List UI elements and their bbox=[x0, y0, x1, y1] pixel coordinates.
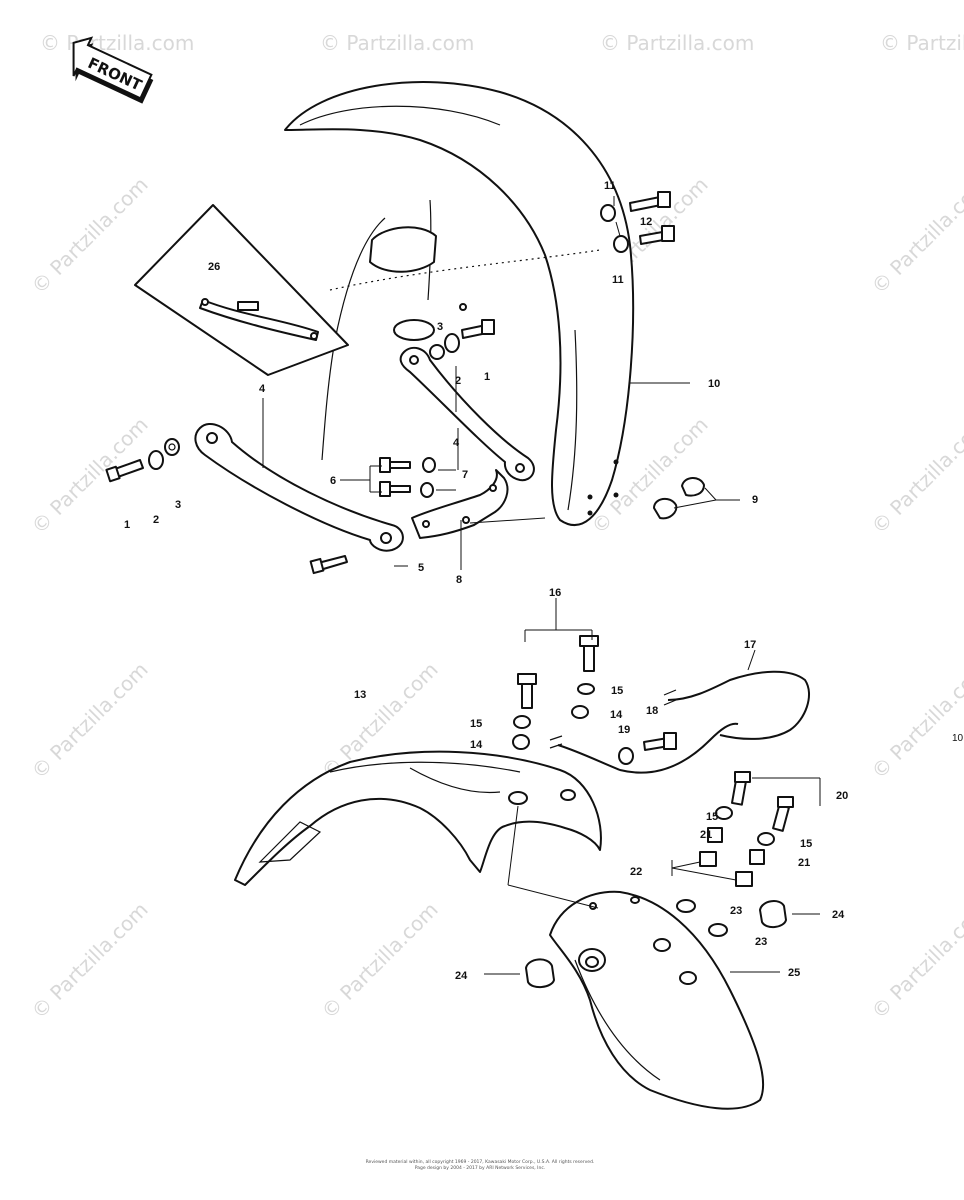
rear-fender bbox=[234, 750, 602, 886]
watermark: © Partzilla.com bbox=[867, 172, 964, 298]
watermark: © Partzilla.com bbox=[320, 31, 474, 55]
watermark: © Partzilla.com bbox=[867, 412, 964, 538]
callout-25: 25 bbox=[788, 967, 800, 979]
callout-5: 5 bbox=[418, 562, 424, 574]
watermark: © Partzilla.com bbox=[317, 897, 443, 1023]
watermark: © Partzilla.com bbox=[27, 657, 153, 783]
callout-23: 23 bbox=[730, 905, 742, 917]
callout-12: 12 bbox=[640, 216, 652, 228]
callout-19: 19 bbox=[618, 724, 630, 736]
callout-15: 15 bbox=[611, 685, 623, 697]
callout-1: 1 bbox=[124, 519, 130, 531]
watermark: © Partzilla.com bbox=[867, 657, 964, 783]
callout-14: 14 bbox=[470, 739, 483, 751]
callout-21: 21 bbox=[798, 857, 810, 869]
callout-21: 21 bbox=[700, 829, 712, 841]
callout-15: 15 bbox=[470, 718, 482, 730]
callout-4: 4 bbox=[259, 383, 266, 395]
callout-18: 18 bbox=[646, 705, 658, 717]
hardware-lower bbox=[512, 635, 794, 988]
fork-tube bbox=[321, 199, 437, 461]
callout-6: 6 bbox=[330, 475, 336, 487]
callout-2: 2 bbox=[153, 514, 159, 526]
callout-24: 24 bbox=[455, 970, 468, 982]
watermark: © Partzilla.com bbox=[27, 897, 153, 1023]
callout-2: 2 bbox=[455, 375, 461, 387]
callout-24: 24 bbox=[832, 909, 845, 921]
inset-panel bbox=[134, 204, 349, 376]
front-arrow: FRONT bbox=[72, 36, 154, 104]
copyright-line: Page design by 2004 - 2017 by ARI Networ… bbox=[414, 1165, 546, 1171]
callout-14: 14 bbox=[610, 709, 623, 721]
watermark: © Partzilla.com bbox=[867, 897, 964, 1023]
front-fender bbox=[284, 81, 635, 526]
callout-9: 9 bbox=[752, 494, 758, 506]
callout-13: 13 bbox=[354, 689, 366, 701]
watermark: © Partzilla.com bbox=[880, 31, 964, 55]
watermark: © Partzilla.com bbox=[40, 31, 194, 55]
callout-26: 26 bbox=[208, 261, 220, 273]
callout-23: 23 bbox=[755, 936, 767, 948]
callout-1: 1 bbox=[484, 371, 490, 383]
watermark: © Partzilla.com bbox=[600, 31, 754, 55]
callout-labels: 3 2 1 4 4 1 2 3 6 7 5 8 9 10 11 11 12 26… bbox=[124, 180, 848, 982]
right-stay bbox=[399, 346, 535, 482]
callout-8: 8 bbox=[456, 574, 462, 586]
callout-20: 20 bbox=[836, 790, 848, 802]
callout-3: 3 bbox=[437, 321, 443, 333]
hardware-right bbox=[600, 191, 705, 520]
fender-bracket bbox=[411, 469, 509, 539]
callout-15: 15 bbox=[706, 811, 718, 823]
rear-flap bbox=[549, 890, 765, 1110]
callout-15: 15 bbox=[800, 838, 812, 850]
callout-22: 22 bbox=[630, 866, 642, 878]
watermark: © Partzilla.com bbox=[27, 172, 153, 298]
copyright-notice: Reviewed material within, all copyright … bbox=[330, 1160, 630, 1171]
callout-17: 17 bbox=[744, 639, 756, 651]
hardware-center bbox=[379, 303, 495, 498]
callout-4: 4 bbox=[453, 437, 460, 449]
callout-11: 11 bbox=[612, 274, 624, 286]
left-stay bbox=[194, 423, 404, 552]
callout-7: 7 bbox=[462, 469, 468, 481]
hardware-left bbox=[105, 438, 348, 575]
edge-reference-number: 10 bbox=[952, 733, 964, 744]
copyright-line: Reviewed material within, all copyright … bbox=[365, 1160, 595, 1165]
watermark: © Partzilla.com bbox=[27, 412, 153, 538]
callout-3: 3 bbox=[175, 499, 181, 511]
leader-lines bbox=[262, 196, 821, 975]
callout-11: 11 bbox=[604, 180, 616, 192]
callout-10: 10 bbox=[708, 378, 720, 390]
callout-16: 16 bbox=[549, 587, 561, 599]
